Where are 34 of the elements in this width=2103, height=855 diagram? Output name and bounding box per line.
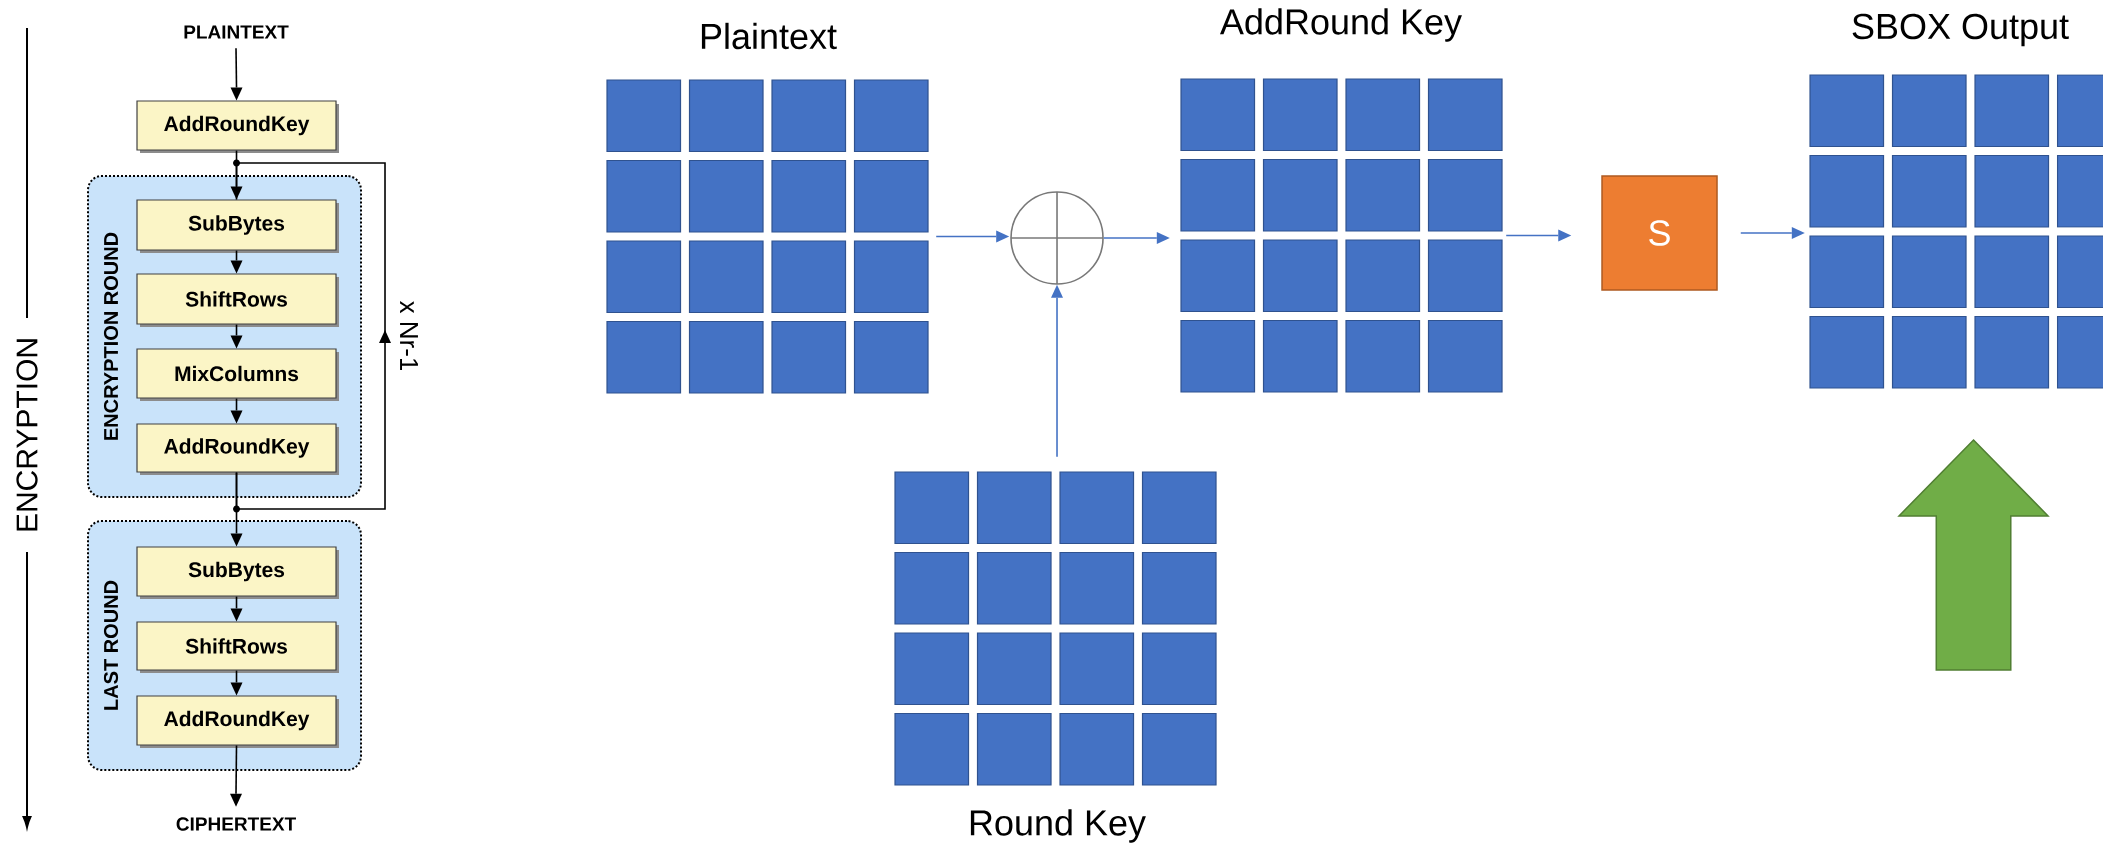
process-box: AddRoundKey	[136, 423, 339, 475]
grid-heading: AddRound Key	[1220, 8, 1462, 42]
arrow	[230, 249, 243, 274]
process-box: SubBytes	[136, 199, 339, 253]
process-box: AddRoundKey	[136, 100, 339, 153]
arrow	[230, 595, 243, 622]
arrow	[1505, 229, 1572, 242]
process-box: ShiftRows	[136, 273, 339, 327]
process-box: MixColumns	[136, 348, 339, 401]
process-box: ShiftRows	[136, 621, 339, 673]
process-box: AddRoundKey	[136, 695, 339, 748]
terminal-label: CIPHERTEXT	[176, 817, 296, 831]
arrow	[230, 744, 242, 807]
arrow	[1051, 284, 1063, 458]
arrow	[1739, 227, 1805, 239]
axis-label: ENCRYPTION	[16, 339, 38, 531]
arrow	[230, 47, 243, 101]
loop-arrow	[235, 162, 391, 510]
grid-heading: Plaintext	[701, 22, 837, 50]
xor-symbol	[1010, 191, 1104, 285]
arrow	[230, 149, 243, 200]
band-label: LAST ROUND	[103, 580, 119, 710]
terminal-label: PLAINTEXT	[184, 25, 289, 39]
arrow	[230, 669, 243, 696]
arrow	[935, 230, 1010, 243]
process-box: SubBytes	[136, 546, 339, 599]
sbox: S	[1601, 175, 1718, 291]
grid-heading: SBOX Output	[1852, 13, 2069, 47]
arrow	[230, 397, 243, 424]
edge-label: x Nr-1	[400, 300, 418, 371]
grid-heading: Round Key	[970, 809, 1146, 843]
arrow	[230, 323, 243, 349]
arrow	[1103, 232, 1170, 244]
band-label: ENCRYPTION ROUND	[103, 232, 119, 440]
